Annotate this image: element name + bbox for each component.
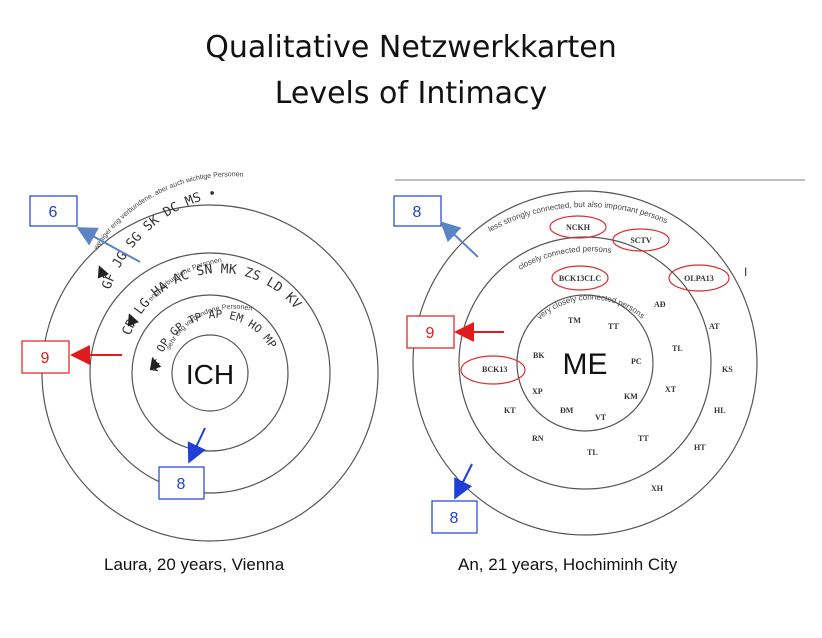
right-circled-outer-2: [612, 228, 670, 252]
right-circled-outer-3: [668, 264, 730, 292]
right-initial: VT: [595, 413, 607, 422]
left-box-outer: [29, 195, 78, 227]
right-box-inner: [431, 500, 478, 534]
left-arrow-outer: [76, 227, 141, 263]
right-initial: HT: [694, 443, 706, 452]
right-initial: PC: [631, 357, 642, 366]
left-box-middle: [21, 340, 70, 374]
right-inner-ring: [516, 294, 654, 432]
left-box-inner-value: 8: [177, 476, 186, 493]
left-box-middle-value: 9: [41, 350, 50, 367]
right-initial: KM: [624, 392, 638, 401]
left-network-map: ICH weniger eng verbundene, aber auch wi…: [21, 171, 379, 542]
right-arrow-inner: [454, 463, 473, 500]
right-initials-middle: AĐ TL XT TT TL RN KT BCK13: [482, 300, 683, 457]
right-initial: KT: [504, 406, 516, 415]
right-circled-label: BCK13CLC: [559, 274, 601, 283]
right-initial: AĐ: [654, 300, 666, 309]
title-line-2: Levels of Intimacy: [274, 76, 548, 111]
left-center-ring: [171, 334, 249, 412]
right-initial: BK: [533, 351, 545, 360]
right-center-label: ME: [563, 348, 608, 381]
right-initial: HL: [714, 406, 726, 415]
right-circled-outer-1: [549, 215, 607, 239]
right-initial: TT: [608, 322, 619, 331]
right-box-outer-value: 8: [413, 204, 422, 221]
right-initial: I: [744, 265, 747, 279]
right-circled-label: OLPA13: [684, 274, 714, 283]
left-box-inner: [158, 466, 205, 500]
left-small-arrow-outer: [97, 265, 109, 279]
title-line-1: Qualitative Netzwerkkarten: [205, 30, 617, 65]
left-center-label: ICH: [186, 359, 234, 390]
right-circled-middle-1: [551, 265, 609, 291]
right-arrow-outer: [440, 221, 479, 258]
right-circled-middle-2: [460, 355, 526, 385]
left-middle-ring: [89, 252, 331, 494]
right-initial: KS: [722, 365, 733, 374]
left-inner-ring: [131, 294, 289, 452]
right-outer-ring: [412, 190, 758, 536]
right-middle-ring: [458, 236, 712, 490]
right-caption: An, 21 years, Hochiminh City: [458, 555, 678, 574]
right-initial: RN: [532, 434, 544, 443]
left-arrow-inner: [187, 427, 206, 464]
right-initial: ĐM: [560, 406, 574, 415]
left-small-arrow-middle: [127, 313, 139, 327]
right-box-inner-value: 8: [450, 510, 459, 527]
right-ring-label-inner: very closely connected persons: [535, 293, 646, 322]
right-initial: XP: [532, 387, 543, 396]
left-caption: Laura, 20 years, Vienna: [104, 555, 285, 574]
right-initial: TM: [568, 316, 581, 325]
right-initial: AT: [709, 322, 720, 331]
right-initial: BCK13: [482, 365, 507, 374]
right-initials-outer: AT KS HL HT XH I: [651, 265, 747, 493]
right-network-map: ME less strongly connected, but also imp…: [393, 179, 805, 536]
right-initial: TT: [638, 434, 649, 443]
right-box-middle-value: 9: [426, 325, 435, 342]
left-small-arrow-inner: [149, 357, 162, 371]
right-initials-inner: TM TT BK PC XP KM ĐM VT: [532, 316, 642, 422]
right-circled-label: SCTV: [630, 236, 652, 245]
right-circled-label: NCKH: [566, 223, 591, 232]
right-initial: XT: [665, 385, 677, 394]
right-initial: XH: [651, 484, 664, 493]
right-initial: TL: [672, 344, 683, 353]
right-box-outer: [393, 195, 442, 227]
right-initial: TL: [587, 448, 598, 457]
left-box-outer-value: 6: [49, 204, 58, 221]
